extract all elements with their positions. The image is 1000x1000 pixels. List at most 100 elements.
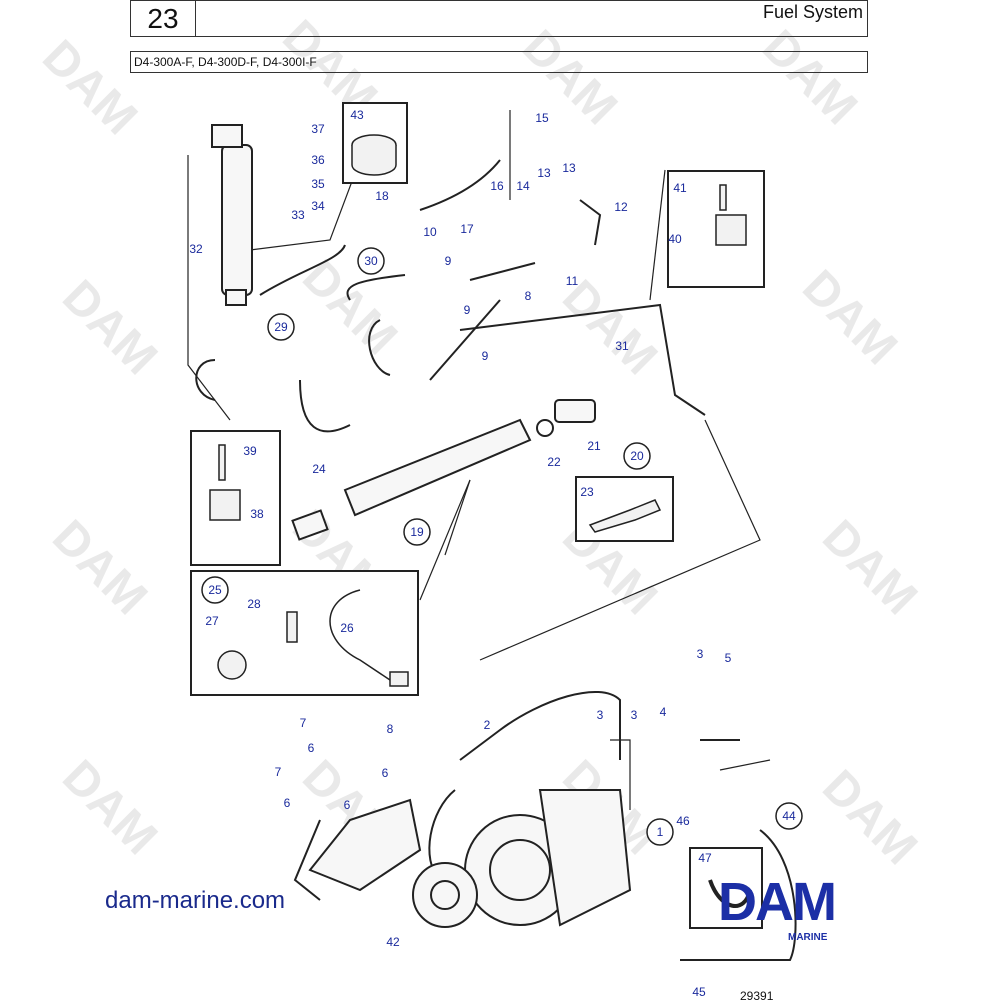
circled-callout-label: 25 bbox=[208, 583, 222, 597]
injector bbox=[211, 124, 253, 306]
watermark-tile: DAM bbox=[512, 20, 627, 135]
inset-callout: 43 bbox=[350, 108, 364, 122]
part-callout: 38 bbox=[250, 507, 264, 521]
part-callout: 2 bbox=[484, 718, 491, 732]
part-callout: 45 bbox=[692, 985, 706, 999]
part-callout: 41 bbox=[673, 181, 687, 195]
part-callout: 8 bbox=[387, 722, 394, 736]
part-callout: 32 bbox=[189, 242, 203, 256]
circled-callout-label: 20 bbox=[630, 449, 644, 463]
part-callout: 40 bbox=[668, 232, 682, 246]
circled-callout: 1 bbox=[646, 818, 674, 846]
part-callout: 8 bbox=[525, 289, 532, 303]
part-callout: 6 bbox=[382, 766, 389, 780]
callout-circle bbox=[775, 802, 803, 830]
watermark-tile: DAM bbox=[52, 270, 167, 385]
part-callout: 26 bbox=[340, 621, 354, 635]
part-callout: 17 bbox=[460, 222, 474, 236]
brand-logo: DAM bbox=[718, 872, 837, 932]
part-callout: 22 bbox=[547, 455, 561, 469]
fuel-pipes bbox=[195, 159, 797, 961]
site-watermark: dam-marine.com bbox=[105, 887, 286, 914]
part-callout: 3 bbox=[697, 647, 704, 661]
part-callout: 39 bbox=[243, 444, 257, 458]
part-callout: 36 bbox=[311, 153, 325, 167]
part-callout: 6 bbox=[344, 798, 351, 812]
part-callout: 35 bbox=[311, 177, 325, 191]
part-callout: 34 bbox=[311, 199, 325, 213]
circled-callout-label: 19 bbox=[410, 525, 424, 539]
brand-logo-subtext: MARINE bbox=[788, 932, 828, 943]
circled-callout-label: 1 bbox=[657, 825, 664, 839]
part-callout: 21 bbox=[587, 439, 601, 453]
part-callout: 9 bbox=[464, 303, 471, 317]
callout-circle bbox=[357, 247, 385, 275]
part-callout: 33 bbox=[291, 208, 305, 222]
circled-callout: 44 bbox=[775, 802, 803, 830]
part-callout: 3 bbox=[597, 708, 604, 722]
part-callout: 31 bbox=[615, 339, 629, 353]
part-callout: 16 bbox=[490, 179, 504, 193]
high-pressure-pump bbox=[308, 789, 632, 928]
circled-callout: 20 bbox=[623, 442, 651, 470]
part-callout: 15 bbox=[535, 111, 549, 125]
callout-circle bbox=[646, 818, 674, 846]
circled-callout: 30 bbox=[357, 247, 385, 275]
part-callout: 7 bbox=[275, 765, 282, 779]
part-callout: 9 bbox=[482, 349, 489, 363]
watermark-tile: DAM bbox=[812, 760, 927, 875]
part-callout: 6 bbox=[284, 796, 291, 810]
circled-callout: 19 bbox=[403, 518, 431, 546]
part-callout: 5 bbox=[725, 651, 732, 665]
callout-circle bbox=[403, 518, 431, 546]
figure-id: 29391 bbox=[740, 989, 774, 1000]
part-callout: 18 bbox=[375, 189, 389, 203]
part-callout: 27 bbox=[205, 614, 219, 628]
part-callout: 7 bbox=[300, 716, 307, 730]
part-callout: 9 bbox=[445, 254, 452, 268]
circled-callout-label: 29 bbox=[274, 320, 288, 334]
part-callout: 23 bbox=[580, 485, 594, 499]
part-callout: 14 bbox=[516, 179, 530, 193]
page-number: 23 bbox=[131, 1, 196, 36]
inset-callout: 47 bbox=[698, 851, 712, 865]
part-callout: 10 bbox=[423, 225, 437, 239]
watermark-tile: DAM bbox=[52, 750, 167, 865]
part-callout: 6 bbox=[308, 741, 315, 755]
part-callout: 37 bbox=[311, 122, 325, 136]
part-callout: 28 bbox=[247, 597, 261, 611]
callout-circle bbox=[623, 442, 651, 470]
injector-rail bbox=[291, 399, 596, 541]
part-callout: 13 bbox=[562, 161, 576, 175]
part-callout: 46 bbox=[676, 814, 690, 828]
part-callout: 24 bbox=[312, 462, 326, 476]
leader-lines bbox=[187, 110, 771, 810]
watermark-tile: DAM bbox=[792, 260, 907, 375]
part-callout: 11 bbox=[566, 274, 579, 288]
part-callout: 4 bbox=[660, 705, 667, 719]
part-callout: 3 bbox=[631, 708, 638, 722]
part-callout: 42 bbox=[386, 935, 400, 949]
inset-parts bbox=[209, 134, 752, 908]
callout-circle bbox=[201, 576, 229, 604]
circled-callout-label: 30 bbox=[364, 254, 378, 268]
watermark-tile: DAM bbox=[32, 30, 147, 145]
watermark-tile: DAM bbox=[812, 510, 927, 625]
part-callout: 13 bbox=[537, 166, 551, 180]
watermark-tile: DAM bbox=[752, 20, 867, 135]
model-list: D4-300A-F, D4-300D-F, D4-300I-F bbox=[130, 51, 868, 73]
circled-callout-label: 44 bbox=[782, 809, 796, 823]
header-box: 23 Fuel System bbox=[130, 0, 868, 37]
inset-frames bbox=[190, 102, 765, 929]
callout-circle bbox=[267, 313, 295, 341]
watermark-tile: DAM bbox=[42, 510, 157, 625]
watermark-tile: DAM bbox=[292, 250, 407, 365]
circled-callout: 29 bbox=[267, 313, 295, 341]
part-callout: 12 bbox=[614, 200, 628, 214]
page-title: Fuel System bbox=[762, 2, 863, 22]
